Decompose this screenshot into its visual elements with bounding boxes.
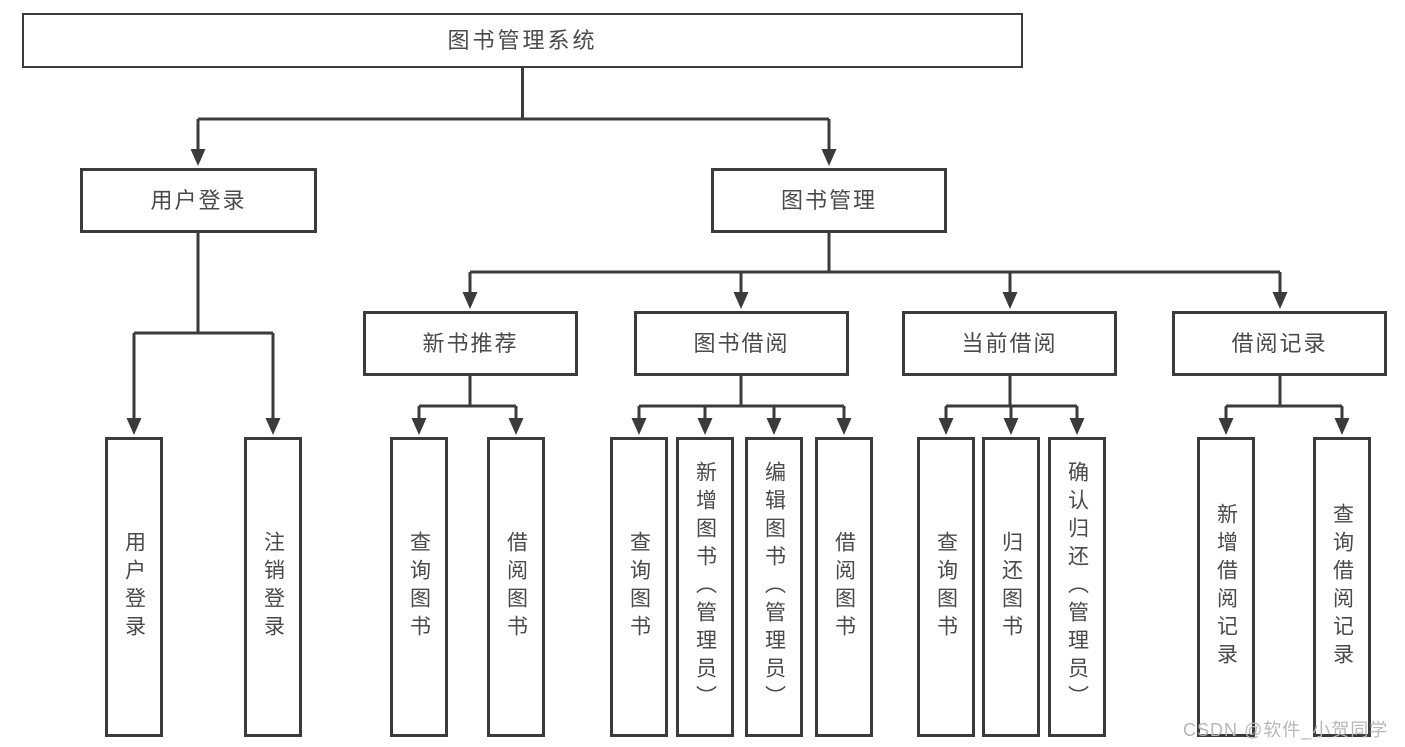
connector-root-to-level2 <box>190 68 837 166</box>
node-bb-borrow-books: 借阅图书 <box>815 437 873 737</box>
node-logout-action: 注销登录 <box>244 437 302 737</box>
node-nb-query-books: 查询图书 <box>390 437 448 737</box>
node-br-query-record: 查询借阅记录 <box>1313 437 1371 737</box>
node-library-system: 图书管理系统 <box>22 13 1023 68</box>
node-br-add-record: 新增借阅记录 <box>1197 437 1255 737</box>
connector-book-management-to-level3 <box>462 233 1288 309</box>
node-new-book-recommend: 新书推荐 <box>363 311 578 376</box>
connector-borrow-records-to-children <box>1218 376 1350 435</box>
node-bb-query-books: 查询图书 <box>610 437 668 737</box>
node-book-borrow: 图书借阅 <box>634 311 849 376</box>
node-cb-return-books: 归还图书 <box>982 437 1040 737</box>
node-cb-confirm-return-admin: 确认归还（管理员） <box>1048 437 1106 737</box>
node-current-borrow: 当前借阅 <box>902 311 1117 376</box>
connector-new-book-recommend-to-children <box>411 376 524 435</box>
connector-user-login-to-children <box>126 233 281 435</box>
node-bb-add-books-admin: 新增图书（管理员） <box>676 437 734 737</box>
node-book-management: 图书管理 <box>711 168 947 233</box>
node-user-login-action: 用户登录 <box>105 437 163 737</box>
node-cb-query-books: 查询图书 <box>917 437 975 737</box>
node-nb-borrow-books: 借阅图书 <box>487 437 545 737</box>
node-bb-edit-books-admin: 编辑图书（管理员） <box>745 437 803 737</box>
node-borrow-records: 借阅记录 <box>1172 311 1387 376</box>
connector-book-borrow-to-children <box>631 376 852 435</box>
node-user-login: 用户登录 <box>80 168 317 233</box>
watermark: CSDN @软件_小贺同学 <box>1183 720 1389 740</box>
connector-current-borrow-to-children <box>938 376 1085 435</box>
